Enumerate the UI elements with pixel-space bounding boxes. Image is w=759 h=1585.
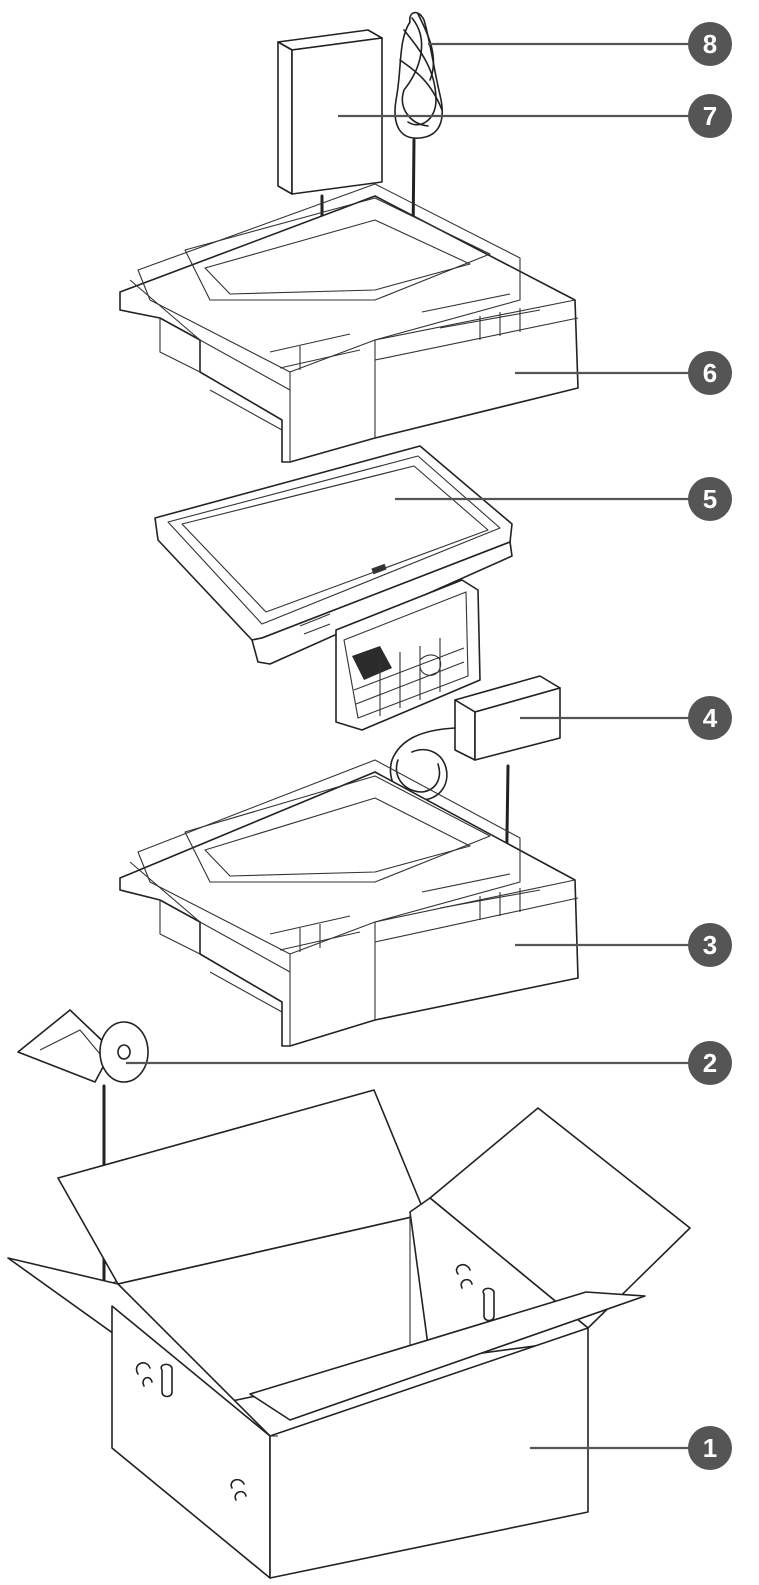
paper-roll: [17, 1009, 149, 1083]
svg-text:1: 1: [703, 1433, 717, 1463]
callout-badge-3: 3: [688, 923, 732, 967]
callout-badge-6: 6: [688, 351, 732, 395]
top-foam-insert: [119, 183, 579, 463]
accessory-box: [277, 29, 383, 195]
callout-badge-4: 4: [688, 696, 732, 740]
svg-text:5: 5: [703, 484, 717, 514]
svg-text:2: 2: [703, 1048, 717, 1078]
callout-badge-2: 2: [688, 1041, 732, 1085]
callout-badge-1: 1: [688, 1426, 732, 1470]
pos-terminal: [154, 445, 513, 731]
svg-text:6: 6: [703, 358, 717, 388]
callout-badge-8: 8: [688, 22, 732, 66]
callout-badge-5: 5: [688, 477, 732, 521]
cable-bundle: [394, 11, 444, 139]
power-adapter: [389, 675, 561, 801]
svg-text:3: 3: [703, 930, 717, 960]
camera-icon: [371, 563, 387, 575]
shipping-carton: [7, 1089, 691, 1579]
callout-badge-7: 7: [688, 94, 732, 138]
bottom-foam-insert: [119, 759, 579, 1047]
svg-text:4: 4: [703, 703, 718, 733]
svg-text:8: 8: [703, 29, 717, 59]
svg-text:7: 7: [703, 101, 717, 131]
